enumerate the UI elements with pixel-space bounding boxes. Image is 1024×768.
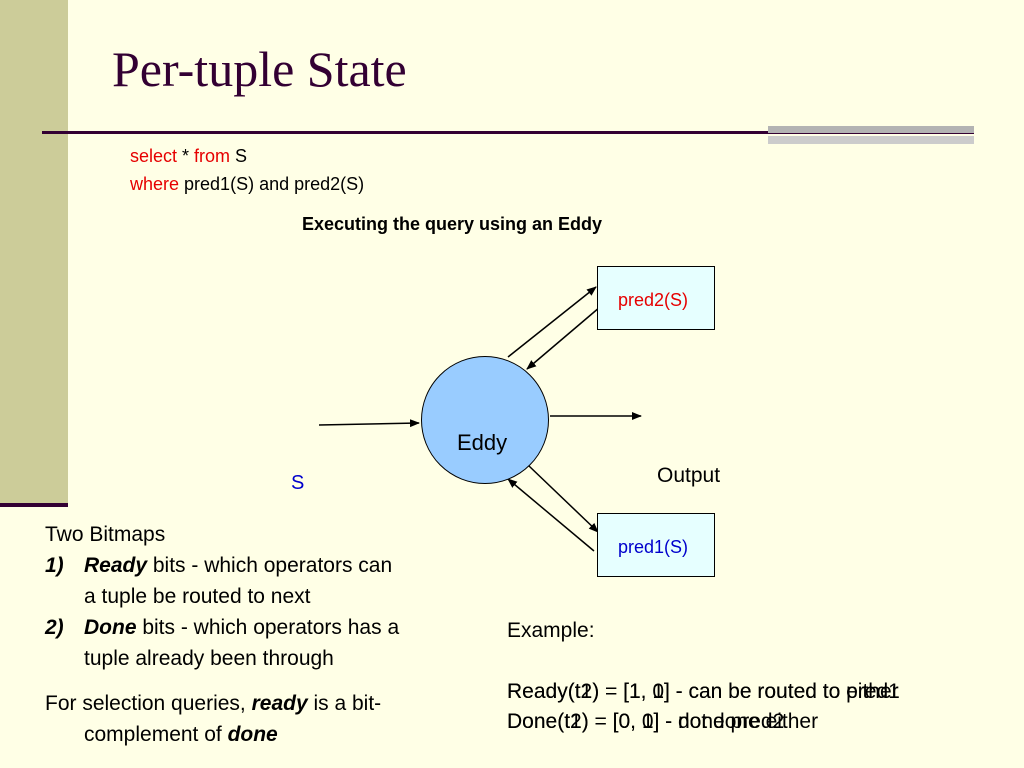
ready-term: ready <box>251 692 308 715</box>
keyword-where: where <box>130 174 180 194</box>
keyword-select: select <box>130 146 178 166</box>
example-ready-t2: Ready(t2) = [1, 0] - can be routed to pr… <box>507 680 900 703</box>
note-text: For selection queries, <box>45 692 252 715</box>
example-done-t2: Done(t2) = [0, 1] - done pred2 <box>507 710 785 733</box>
query-line-1: select * from S <box>130 146 247 167</box>
arrow-input-to-eddy <box>318 419 420 428</box>
query-line-2: where pred1(S) and pred2(S) <box>130 174 364 195</box>
title-rule-accent-shadow <box>768 136 974 144</box>
eddy-node <box>421 356 549 484</box>
pred1-label: pred1(S) <box>618 537 689 557</box>
bitmaps-heading: Two Bitmaps <box>45 523 166 546</box>
query-star: * <box>177 146 195 166</box>
bitmap-item-2: 2) <box>45 612 64 643</box>
left-decor-line <box>0 503 68 507</box>
output-label: Output <box>657 464 721 487</box>
arrow-pred2-to-eddy <box>526 306 601 370</box>
done-term: Done <box>84 616 137 639</box>
pred2-label: pred2(S) <box>618 290 689 310</box>
selection-note-cont: complement of done <box>84 719 278 750</box>
selection-note: For selection queries, ready is a bit- <box>45 688 381 719</box>
bitmap-item-2-text: Done bits - which operators has a <box>84 612 399 643</box>
bitmap-item-1: 1) <box>45 550 64 581</box>
title-rule-accent <box>768 126 974 133</box>
item-text: bits - which operators can <box>147 554 393 577</box>
pred2-box <box>597 266 715 330</box>
example-heading: Example: <box>507 619 595 642</box>
note-text: complement of <box>84 723 228 746</box>
slide-title: Per-tuple State <box>112 41 407 97</box>
arrow-eddy-to-pred2 <box>507 286 597 358</box>
example-ready-t1: Ready(t1) = [1, 1] - can be routed to ei… <box>507 680 899 703</box>
left-decor-bar <box>0 0 68 503</box>
item-number: 1) <box>45 554 64 577</box>
note-text: is a bit- <box>307 692 382 715</box>
bitmap-item-1-text: Ready bits - which operators can <box>84 550 392 581</box>
pred1-box <box>597 513 715 577</box>
item-text: bits - which operators has a <box>136 616 400 639</box>
ready-term: Ready <box>84 554 148 577</box>
arrow-eddy-to-pred1 <box>528 465 599 533</box>
eddy-label: Eddy <box>457 430 508 455</box>
example-done-t1: Done(t1) = [0, 0] - not done either <box>507 710 819 733</box>
input-label: S <box>291 472 305 494</box>
item-number: 2) <box>45 616 64 639</box>
bitmap-item-1-cont: a tuple be routed to next <box>84 585 311 608</box>
done-term: done <box>227 723 278 746</box>
query-relation: S <box>230 146 248 166</box>
query-predicates: pred1(S) and pred2(S) <box>179 174 365 194</box>
keyword-from: from <box>194 146 231 166</box>
bitmap-item-2-cont: tuple already been through <box>84 647 334 670</box>
diagram-heading: Executing the query using an Eddy <box>302 214 603 234</box>
arrow-pred1-to-eddy <box>507 478 595 552</box>
title-rule <box>42 131 974 134</box>
